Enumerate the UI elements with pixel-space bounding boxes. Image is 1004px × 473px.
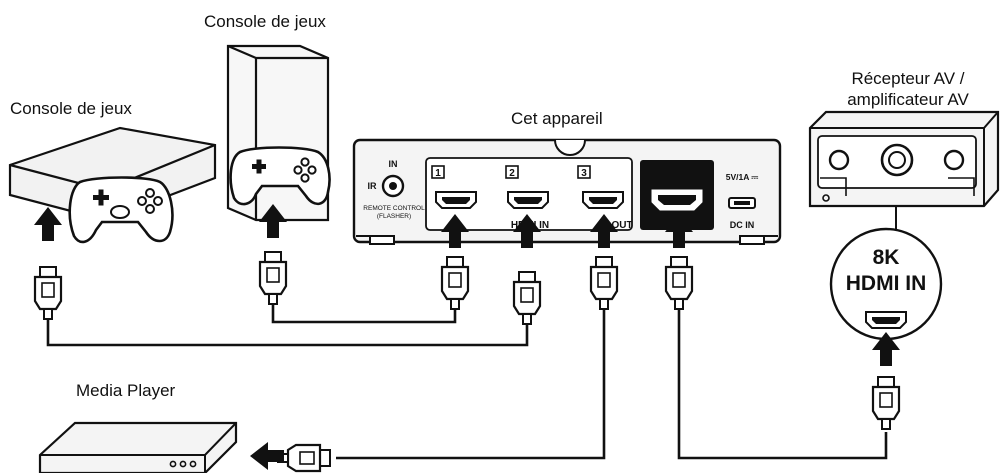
console-top-label: Console de jeux bbox=[204, 12, 326, 31]
port-number-3: 3 bbox=[581, 168, 587, 179]
port-number-2: 2 bbox=[509, 168, 515, 179]
flasher-label: (FLASHER) bbox=[377, 213, 411, 220]
cables bbox=[46, 305, 888, 460]
badge-8k-label: 8K bbox=[872, 246, 900, 269]
hdmi-port-3 bbox=[582, 191, 624, 209]
ir-label: IR bbox=[368, 181, 378, 191]
gamepad-icon bbox=[68, 176, 174, 244]
receiver-label-line1: Récepteur AV / bbox=[851, 69, 965, 88]
hdmi-port-receiver bbox=[865, 311, 907, 329]
console-left bbox=[8, 126, 217, 244]
hdmi-port-1 bbox=[435, 191, 477, 209]
console-top bbox=[226, 44, 331, 222]
hdmi-plug-port2 bbox=[512, 270, 542, 326]
hdmi-plug-left-console bbox=[33, 265, 63, 321]
gamepad-icon bbox=[229, 146, 331, 206]
arrow-left-icon bbox=[250, 442, 284, 470]
remote-control-label: REMOTE CONTROL bbox=[363, 205, 425, 212]
hdmi-plug-out bbox=[664, 255, 694, 311]
hdmi-plug-port1 bbox=[440, 255, 470, 311]
cable-receiver bbox=[677, 308, 888, 460]
hdmi-plug-top-console bbox=[258, 250, 288, 306]
out-label: OUT bbox=[611, 220, 632, 231]
receiver-label-line2: amplificateur AV bbox=[847, 90, 969, 109]
console-left-label: Console de jeux bbox=[10, 99, 132, 118]
dc-in-label: DC IN bbox=[730, 220, 755, 230]
hdmi-plug-receiver bbox=[871, 375, 901, 431]
arrow-up-icon bbox=[34, 207, 62, 241]
hdmi-out-port bbox=[651, 189, 703, 211]
hub-label: Cet appareil bbox=[511, 109, 603, 128]
hdmi-plug-port3 bbox=[589, 255, 619, 311]
media-player-label: Media Player bbox=[76, 381, 176, 400]
cable-top-console bbox=[271, 305, 457, 324]
media-player bbox=[38, 421, 238, 473]
in-label: IN bbox=[389, 159, 398, 169]
cable-media-player bbox=[336, 308, 606, 460]
hub-device: IN IR REMOTE CONTROL (FLASHER) 1 2 3 HDM… bbox=[352, 138, 782, 245]
hdmi-plug-media-player bbox=[276, 443, 332, 473]
badge-hdmi-in-label: HDMI IN bbox=[845, 272, 927, 295]
power-spec-label: 5V/1A ⎓ bbox=[726, 172, 760, 182]
cable-left-console bbox=[46, 320, 529, 347]
knob-icon bbox=[943, 149, 965, 171]
knob-icon bbox=[828, 149, 850, 171]
av-receiver bbox=[808, 110, 1000, 208]
port-number-1: 1 bbox=[435, 168, 441, 179]
hdmi-port-2 bbox=[507, 191, 549, 209]
